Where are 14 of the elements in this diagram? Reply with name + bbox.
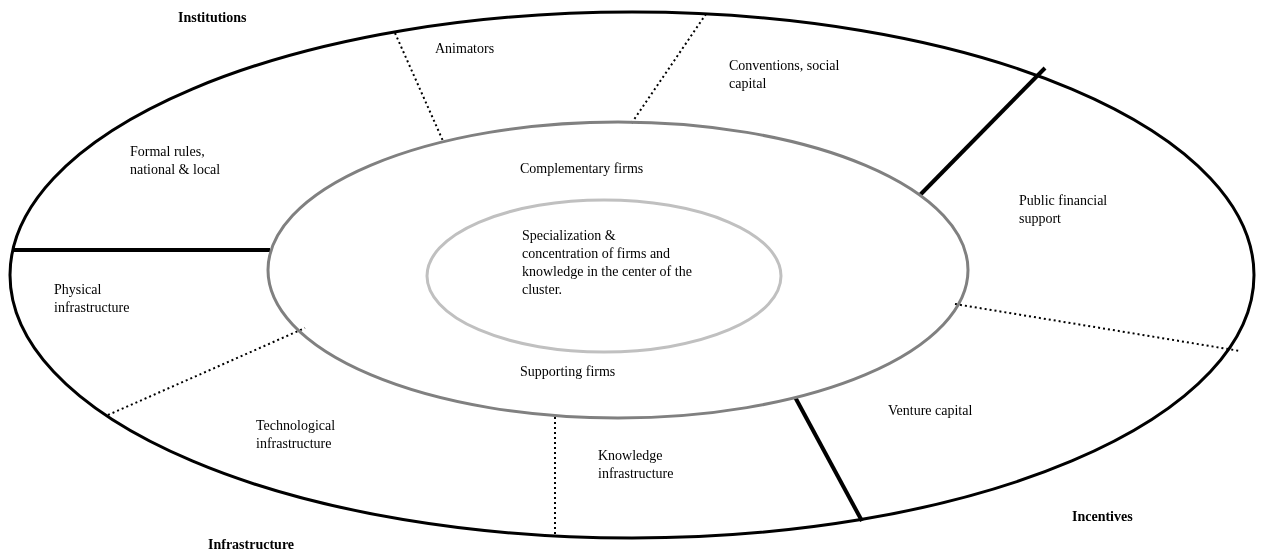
ring-label: Complementary firms	[520, 160, 645, 178]
section-heading: Incentives	[1072, 509, 1133, 525]
sector-label: Public financial support	[1019, 192, 1109, 228]
sector-label: Venture capital	[888, 402, 974, 420]
core-text: Specialization & concentration of firms and knowledge in the center of the cluster.	[522, 227, 693, 299]
section-heading: Institutions	[178, 10, 247, 26]
sector-label: Knowledge infrastructure	[598, 447, 675, 483]
sector-label: Conventions, social capital	[729, 57, 841, 93]
sector-label: Technological infrastructure	[256, 417, 337, 453]
ring-label: Supporting firms	[520, 363, 617, 381]
section-heading: Infrastructure	[208, 537, 295, 553]
sector-label: Physical infrastructure	[54, 281, 131, 317]
sector-label: Animators	[435, 40, 496, 58]
sector-label: Formal rules, national & local	[130, 143, 222, 179]
